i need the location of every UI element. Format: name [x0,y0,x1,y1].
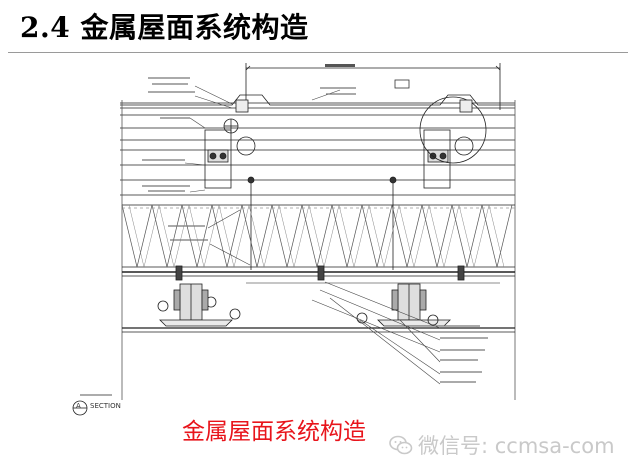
section-label: A [76,402,81,410]
watermark-text: 微信号: ccmsa-com [418,434,615,458]
annotation-marks [142,77,488,383]
support-bearing-right [356,283,451,327]
drawing-caption: 金属屋面系统构造 [182,419,366,445]
layer-lines [120,114,515,196]
leader-lines [184,85,441,385]
wechat-icon [389,435,413,455]
support-bearing-left [157,283,241,327]
section-marker-icon [72,394,112,416]
purlin-right [419,96,487,189]
watermark: 微信号: ccmsa-com [388,430,615,460]
title-divider [8,52,628,53]
section-text: SECTION [90,402,121,410]
insulation-layer [121,204,515,268]
steel-beam [122,327,515,333]
hanger-rods [247,176,397,270]
liner-deck [122,265,515,284]
purlin-left [204,99,256,189]
page-title: 2.4 金属屋面系统构造 [20,11,309,44]
